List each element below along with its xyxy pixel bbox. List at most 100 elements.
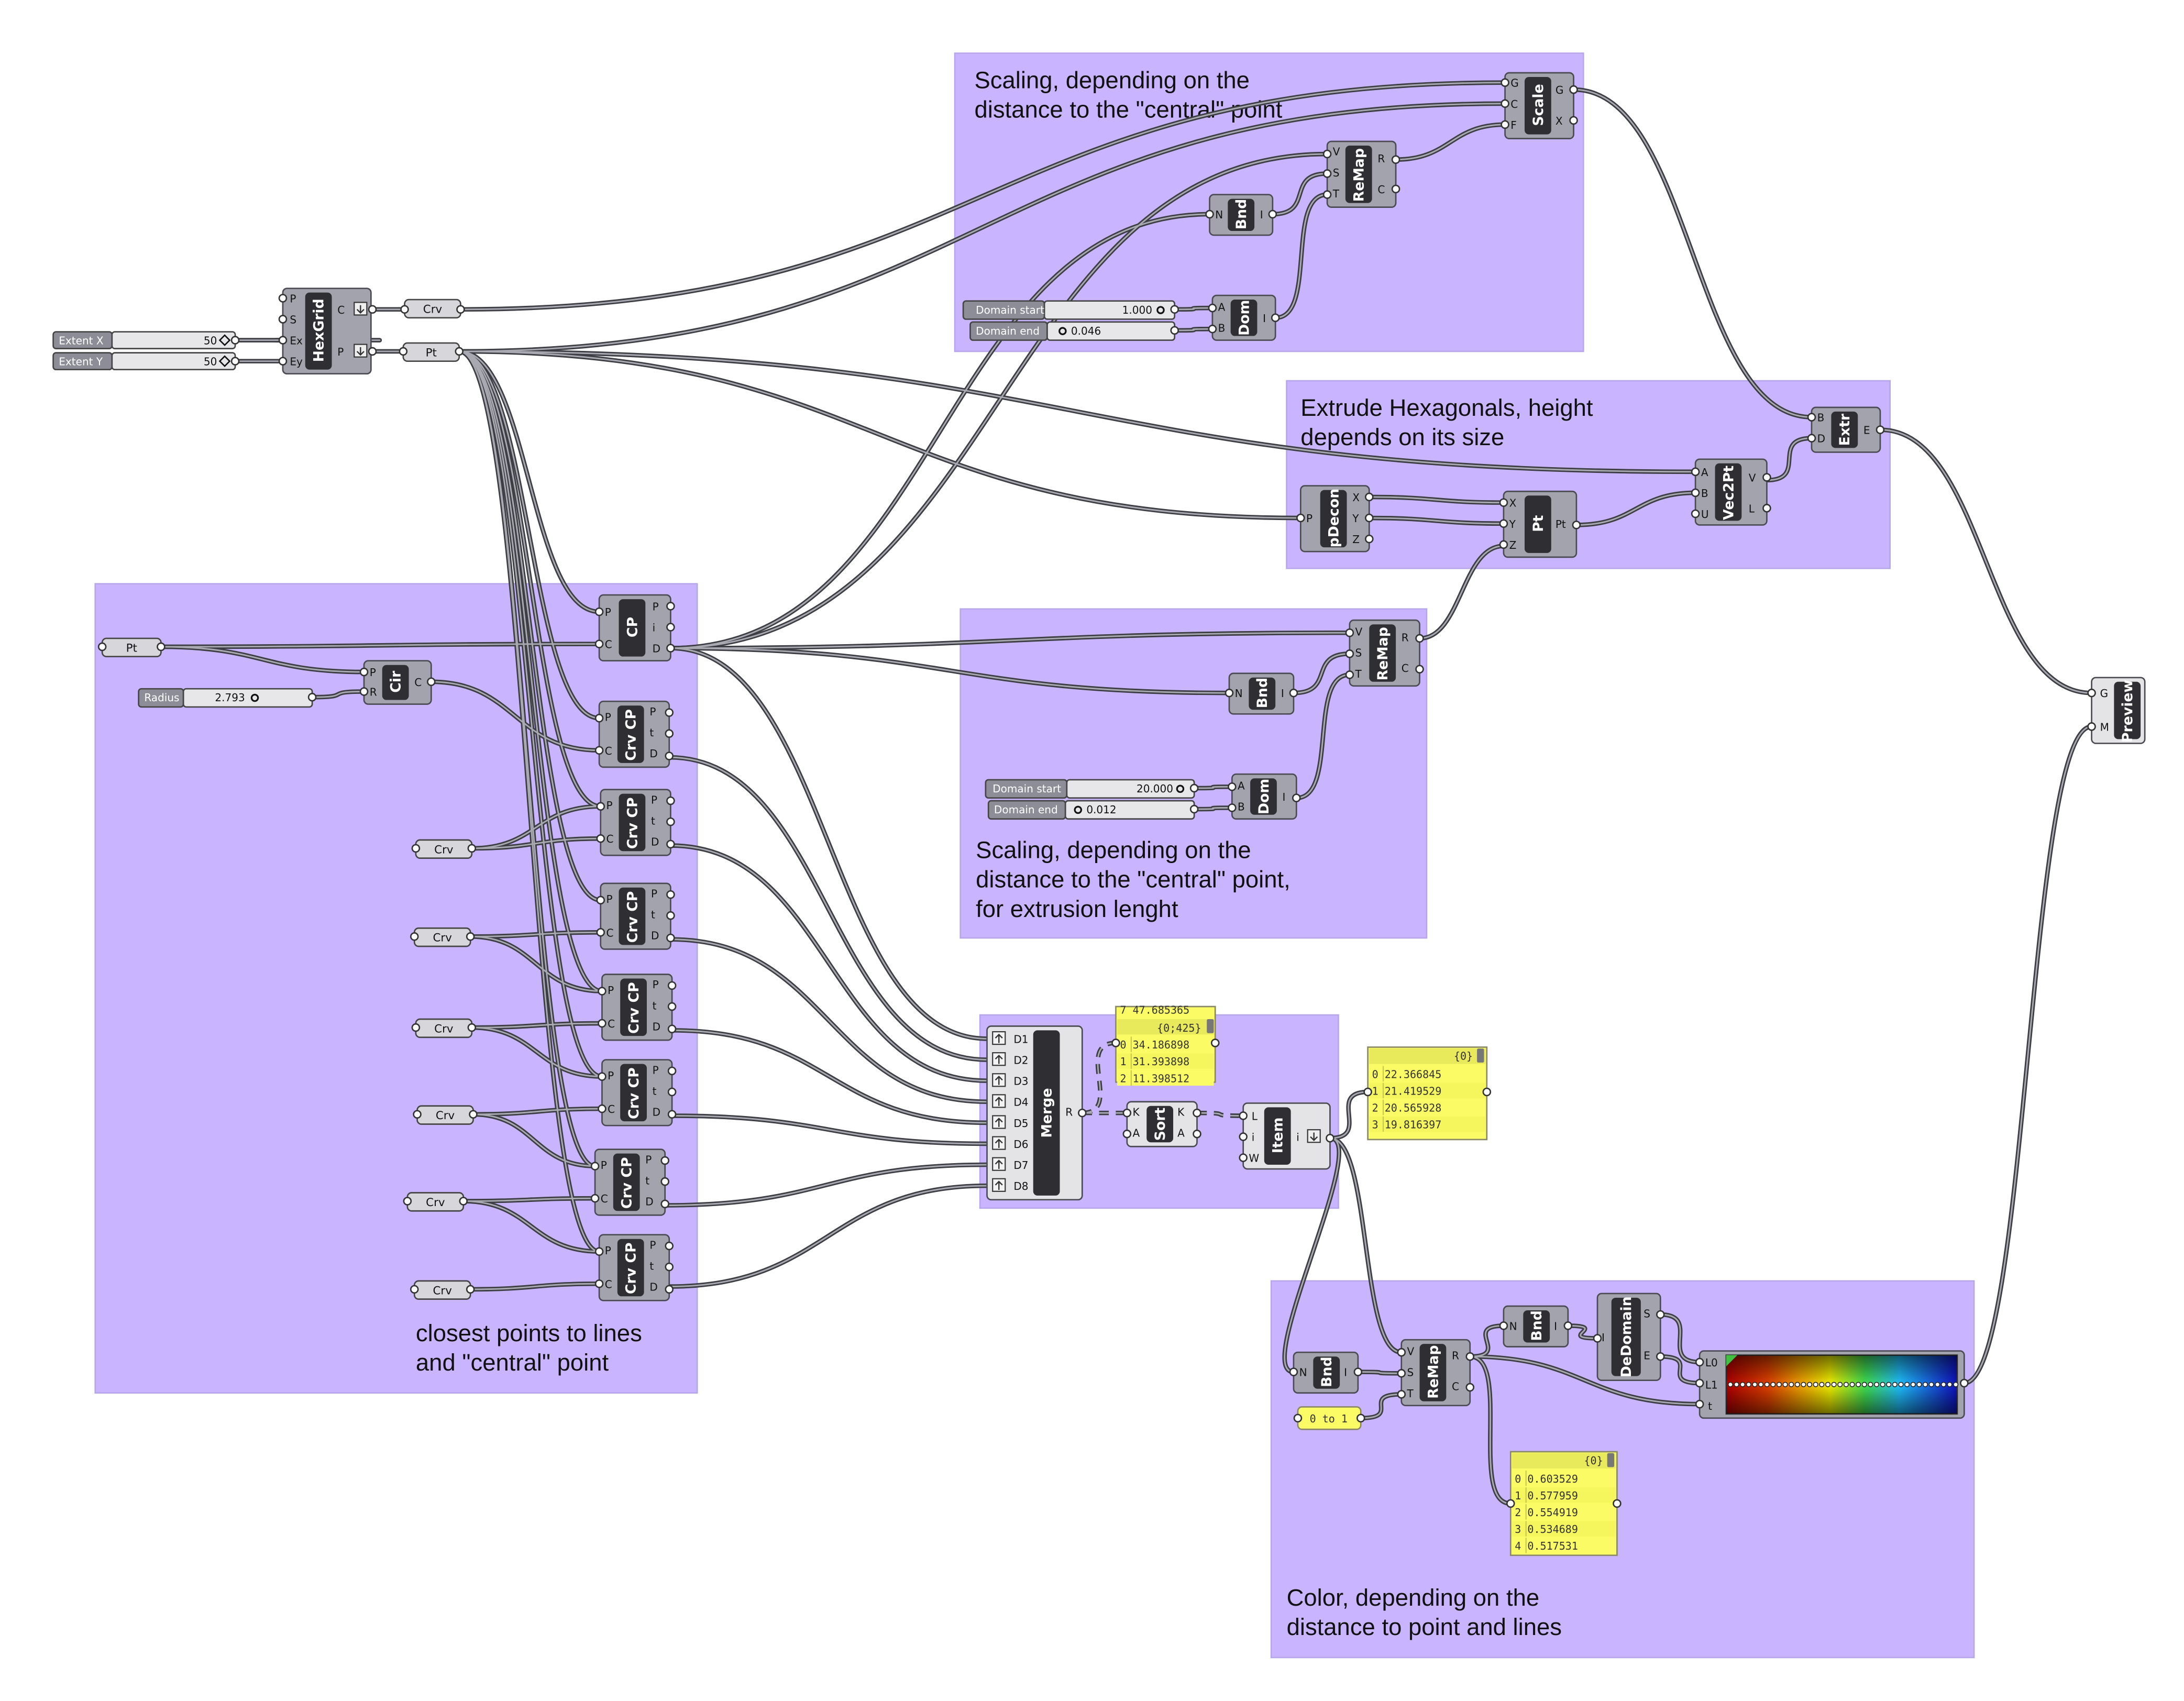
port-grip[interactable] — [1807, 413, 1816, 422]
port-grip[interactable] — [1807, 434, 1816, 443]
port-grip[interactable] — [1205, 209, 1214, 219]
port-grip[interactable] — [667, 1110, 677, 1119]
port-grip[interactable] — [1170, 305, 1179, 314]
port-grip[interactable] — [1391, 184, 1400, 194]
port-grip[interactable] — [1292, 793, 1301, 802]
component-remap-color[interactable]: ReMap V S T R C — [1400, 1339, 1471, 1407]
port-grip[interactable] — [666, 602, 675, 611]
port-grip[interactable] — [230, 336, 240, 345]
port-grip[interactable] — [1239, 1132, 1248, 1141]
port-grip[interactable] — [1363, 1087, 1372, 1097]
param-crv-1[interactable]: Crv — [415, 839, 473, 859]
port-grip[interactable] — [427, 677, 436, 687]
port-grip[interactable] — [596, 802, 605, 811]
port-grips[interactable] — [97, 78, 2096, 1508]
component-cp[interactable]: CP P C P i D — [598, 594, 671, 662]
port-grip[interactable] — [278, 357, 288, 366]
port-grip[interactable] — [307, 692, 317, 702]
component-hexgrid[interactable]: HexGrid P S Ex Ey C P — [282, 288, 372, 375]
port-grip[interactable] — [1415, 665, 1424, 674]
port-grip[interactable] — [1353, 1367, 1363, 1376]
param-crv-2[interactable]: Crv — [413, 927, 471, 947]
port-grip[interactable] — [594, 1279, 604, 1288]
port-grip[interactable] — [157, 642, 166, 651]
port-grip[interactable] — [403, 1197, 412, 1206]
param-crv-top[interactable]: Crv — [404, 299, 461, 319]
port-grip[interactable] — [1210, 1039, 1220, 1047]
port-grip[interactable] — [660, 1156, 670, 1165]
port-grip[interactable] — [666, 623, 675, 632]
port-grip[interactable] — [1397, 1390, 1406, 1399]
component-dedomain[interactable]: DeDomain I S E — [1596, 1293, 1661, 1382]
param-crv-5[interactable]: Crv — [406, 1192, 465, 1212]
port-grip[interactable] — [1289, 688, 1298, 698]
slider-extrusion-domain-start[interactable]: Domain start 20.000 — [985, 779, 1195, 799]
param-zero-to-one[interactable]: 0 to 1 — [1297, 1406, 1362, 1430]
port-grip[interactable] — [590, 1194, 600, 1203]
port-grip[interactable] — [278, 315, 288, 324]
port-grip[interactable] — [1356, 1413, 1365, 1423]
port-grip[interactable] — [1326, 1133, 1334, 1143]
port-grip[interactable] — [1296, 513, 1305, 523]
port-grip[interactable] — [660, 1177, 670, 1186]
component-dom-top[interactable]: Dom A B I — [1211, 294, 1276, 341]
port-grip[interactable] — [1111, 1039, 1120, 1047]
port-grip[interactable] — [1569, 116, 1578, 125]
port-grip[interactable] — [598, 987, 606, 996]
port-grip[interactable] — [1289, 1367, 1298, 1376]
port-grip[interactable] — [1613, 1499, 1622, 1508]
port-grip[interactable] — [1762, 504, 1771, 513]
port-grip[interactable] — [2087, 688, 2096, 698]
port-grip[interactable] — [1482, 1087, 1492, 1097]
port-grip[interactable] — [596, 834, 605, 843]
port-grip[interactable] — [467, 1023, 477, 1032]
port-grip[interactable] — [1501, 120, 1509, 129]
port-grip[interactable] — [1397, 1369, 1406, 1378]
param-crv-6[interactable]: Crv — [413, 1280, 471, 1300]
port-grip[interactable] — [1691, 467, 1700, 477]
port-grip[interactable] — [598, 1072, 606, 1081]
port-grip[interactable] — [1078, 1108, 1087, 1118]
port-grip[interactable] — [368, 347, 377, 356]
port-grip[interactable] — [1293, 1413, 1303, 1423]
component-gradient[interactable]: L0 L1 t — [1698, 1350, 1965, 1419]
slider-scale-domain-start[interactable]: Domain start 1.000 — [962, 300, 1176, 320]
port-grip[interactable] — [278, 294, 288, 303]
port-grip[interactable] — [1397, 1347, 1406, 1357]
port-grip[interactable] — [1271, 313, 1280, 323]
port-grip[interactable] — [1365, 513, 1374, 523]
param-pt-left[interactable]: Pt — [101, 637, 162, 658]
port-grip[interactable] — [667, 1002, 677, 1011]
port-grip[interactable] — [1189, 804, 1199, 814]
port-grip[interactable] — [667, 1066, 677, 1076]
port-grip[interactable] — [1506, 1499, 1515, 1508]
component-cir[interactable]: Cir P R C — [363, 660, 432, 705]
port-grip[interactable] — [1228, 782, 1237, 791]
component-bnd-color-2[interactable]: Bnd N I — [1503, 1305, 1569, 1347]
panel-scrollbar[interactable] — [1207, 1019, 1214, 1033]
port-grip[interactable] — [1695, 1399, 1704, 1409]
port-grip[interactable] — [410, 932, 419, 941]
port-grip[interactable] — [1499, 498, 1508, 507]
port-grip[interactable] — [665, 1241, 674, 1251]
port-grip[interactable] — [666, 796, 675, 805]
port-grip[interactable] — [1499, 1321, 1508, 1330]
port-grip[interactable] — [666, 817, 675, 826]
port-grip[interactable] — [590, 1162, 600, 1170]
port-grip[interactable] — [1122, 1108, 1132, 1118]
port-grip[interactable] — [456, 305, 465, 314]
port-grip[interactable] — [399, 347, 408, 356]
port-grip[interactable] — [598, 1104, 606, 1113]
slider-extent-y[interactable]: Extent Y 50 — [52, 352, 236, 371]
port-grip[interactable] — [1695, 1357, 1704, 1367]
port-grip[interactable] — [667, 1024, 677, 1034]
component-scale[interactable]: Scale G C F G X — [1504, 72, 1574, 139]
port-grip[interactable] — [400, 305, 409, 314]
port-grip[interactable] — [665, 1285, 674, 1294]
